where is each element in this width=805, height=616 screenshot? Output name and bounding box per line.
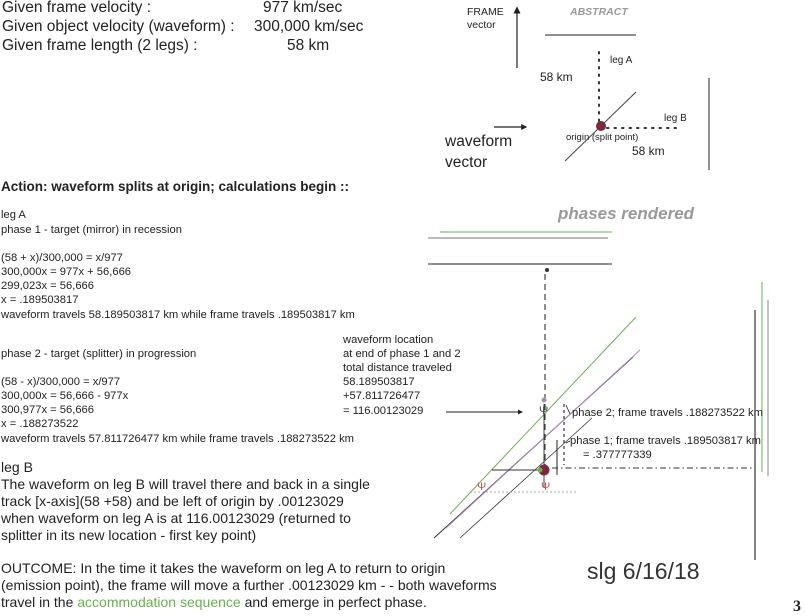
splitter-purple — [445, 349, 641, 529]
outcome-line3-before: travel in the — [1, 594, 78, 610]
abstract-diagram — [494, 6, 710, 170]
page-number: 3 — [793, 598, 801, 615]
frame-vector-label-line2: vector — [467, 19, 496, 31]
frame-length-value: 58 km — [287, 37, 330, 54]
phase1-frame-label: phase 1; frame travels .189503817 km — [570, 435, 761, 447]
leg-b-line: track [x-axis](58 +58) and be left of or… — [1, 493, 344, 509]
splitter-lower — [459, 417, 593, 539]
phase1-line: 300,000x = 977x + 56,666 — [1, 266, 132, 278]
origin-split-point-label: origin (split point) — [566, 132, 639, 143]
phase1-title: phase 1 - target (mirror) in recession — [1, 224, 182, 236]
splitter-green — [449, 316, 637, 515]
outcome-line2: (emission point), the frame will move a … — [1, 577, 497, 593]
phase2-frame-label: phase 2; frame travels .188273522 km — [572, 407, 763, 419]
phase2-arrow — [565, 404, 571, 415]
phase2-line: 300,000x = 56,666 - 977x — [1, 390, 129, 402]
frame-velocity-label: Given frame velocity : — [2, 0, 152, 16]
frame-length-label: Given frame length (2 legs) : — [2, 37, 198, 54]
waveform-vector-label-line1: waveform — [445, 133, 513, 150]
frame-velocity-value: 977 km/sec — [263, 0, 343, 16]
split-point-inner — [537, 467, 543, 473]
leg-b-line: The waveform on leg B will travel there … — [1, 476, 370, 492]
phases-rendered-diagram — [428, 231, 769, 560]
phase1-arrow — [565, 440, 571, 444]
phase2-title: phase 2 - target (splitter) in progressi… — [1, 348, 197, 360]
abstract-leg-a-label: leg A — [610, 55, 633, 66]
leg-a-top-marker — [545, 268, 549, 272]
waveform-location-line: 58.189503817 — [343, 376, 415, 388]
outcome-line3: travel in the accommodation sequence and… — [1, 595, 427, 609]
phases-rendered-title: phases rendered — [558, 204, 695, 223]
abstract-distance-left: 58 km — [540, 70, 573, 84]
outcome-line1: OUTCOME: In the time it takes the wavefo… — [1, 560, 446, 576]
psi-symbol-right: Ψ — [541, 481, 551, 493]
object-velocity-label: Given object velocity (waveform) : — [2, 18, 235, 35]
phase2-line: (58 - x)/300,000 = x/977 — [1, 376, 121, 388]
leg-a-heading: leg A — [1, 209, 26, 221]
waveform-location-line: +57.811726477 — [343, 390, 421, 402]
accommodation-sequence-highlight: accommodation sequence — [77, 594, 241, 610]
split-point-dot — [538, 464, 550, 476]
object-velocity-value: 300,000 km/sec — [254, 18, 364, 35]
leg-a-grey-dot — [541, 397, 547, 403]
phase1-line: x = .189503817 — [1, 294, 79, 306]
waveform-location-total: = 116.00123029 — [343, 405, 424, 417]
waveform-location-line: total distance traveled — [343, 362, 452, 374]
action-heading: Action: waveform splits at origin; calcu… — [1, 179, 350, 194]
outcome-line3-after: and emerge in perfect phase. — [240, 594, 427, 610]
phase2-result: waveform travels 57.811726477 km while f… — [1, 433, 355, 445]
psi-symbol-left: Ψ — [477, 481, 487, 493]
waveform-location-line: waveform location — [343, 334, 434, 346]
phase2-line: 300,977x = 56,666 — [1, 404, 95, 416]
waveform-vector-label-line2: vector — [445, 154, 488, 171]
waveform-location-line: at end of phase 1 and 2 — [343, 348, 461, 360]
abstract-title: ABSTRACT — [570, 6, 628, 18]
abstract-distance-bottom: 58 km — [632, 144, 665, 158]
psi-symbol-upper: Ψ — [539, 405, 549, 417]
leg-b-heading: leg B — [1, 459, 33, 475]
signature: slg 6/16/18 — [587, 558, 700, 584]
phase1-line: (58 + x)/300,000 = x/977 — [1, 252, 123, 264]
phase1-result: waveform travels 58.189503817 km while f… — [1, 309, 355, 321]
abstract-leg-b-label: leg B — [664, 113, 687, 124]
leg-b-line: splitter in its new location - first key… — [1, 527, 257, 543]
leg-b-line: when waveform on leg A is at 116.0012302… — [1, 510, 351, 526]
frame-vector-label-line1: FRAME — [467, 6, 504, 18]
phase-total-label: = .377777339 — [583, 449, 652, 461]
phase2-line: x = .188273522 — [1, 418, 79, 430]
origin-dot — [596, 121, 606, 131]
phase1-line: 299,023x = 56,666 — [1, 280, 95, 292]
